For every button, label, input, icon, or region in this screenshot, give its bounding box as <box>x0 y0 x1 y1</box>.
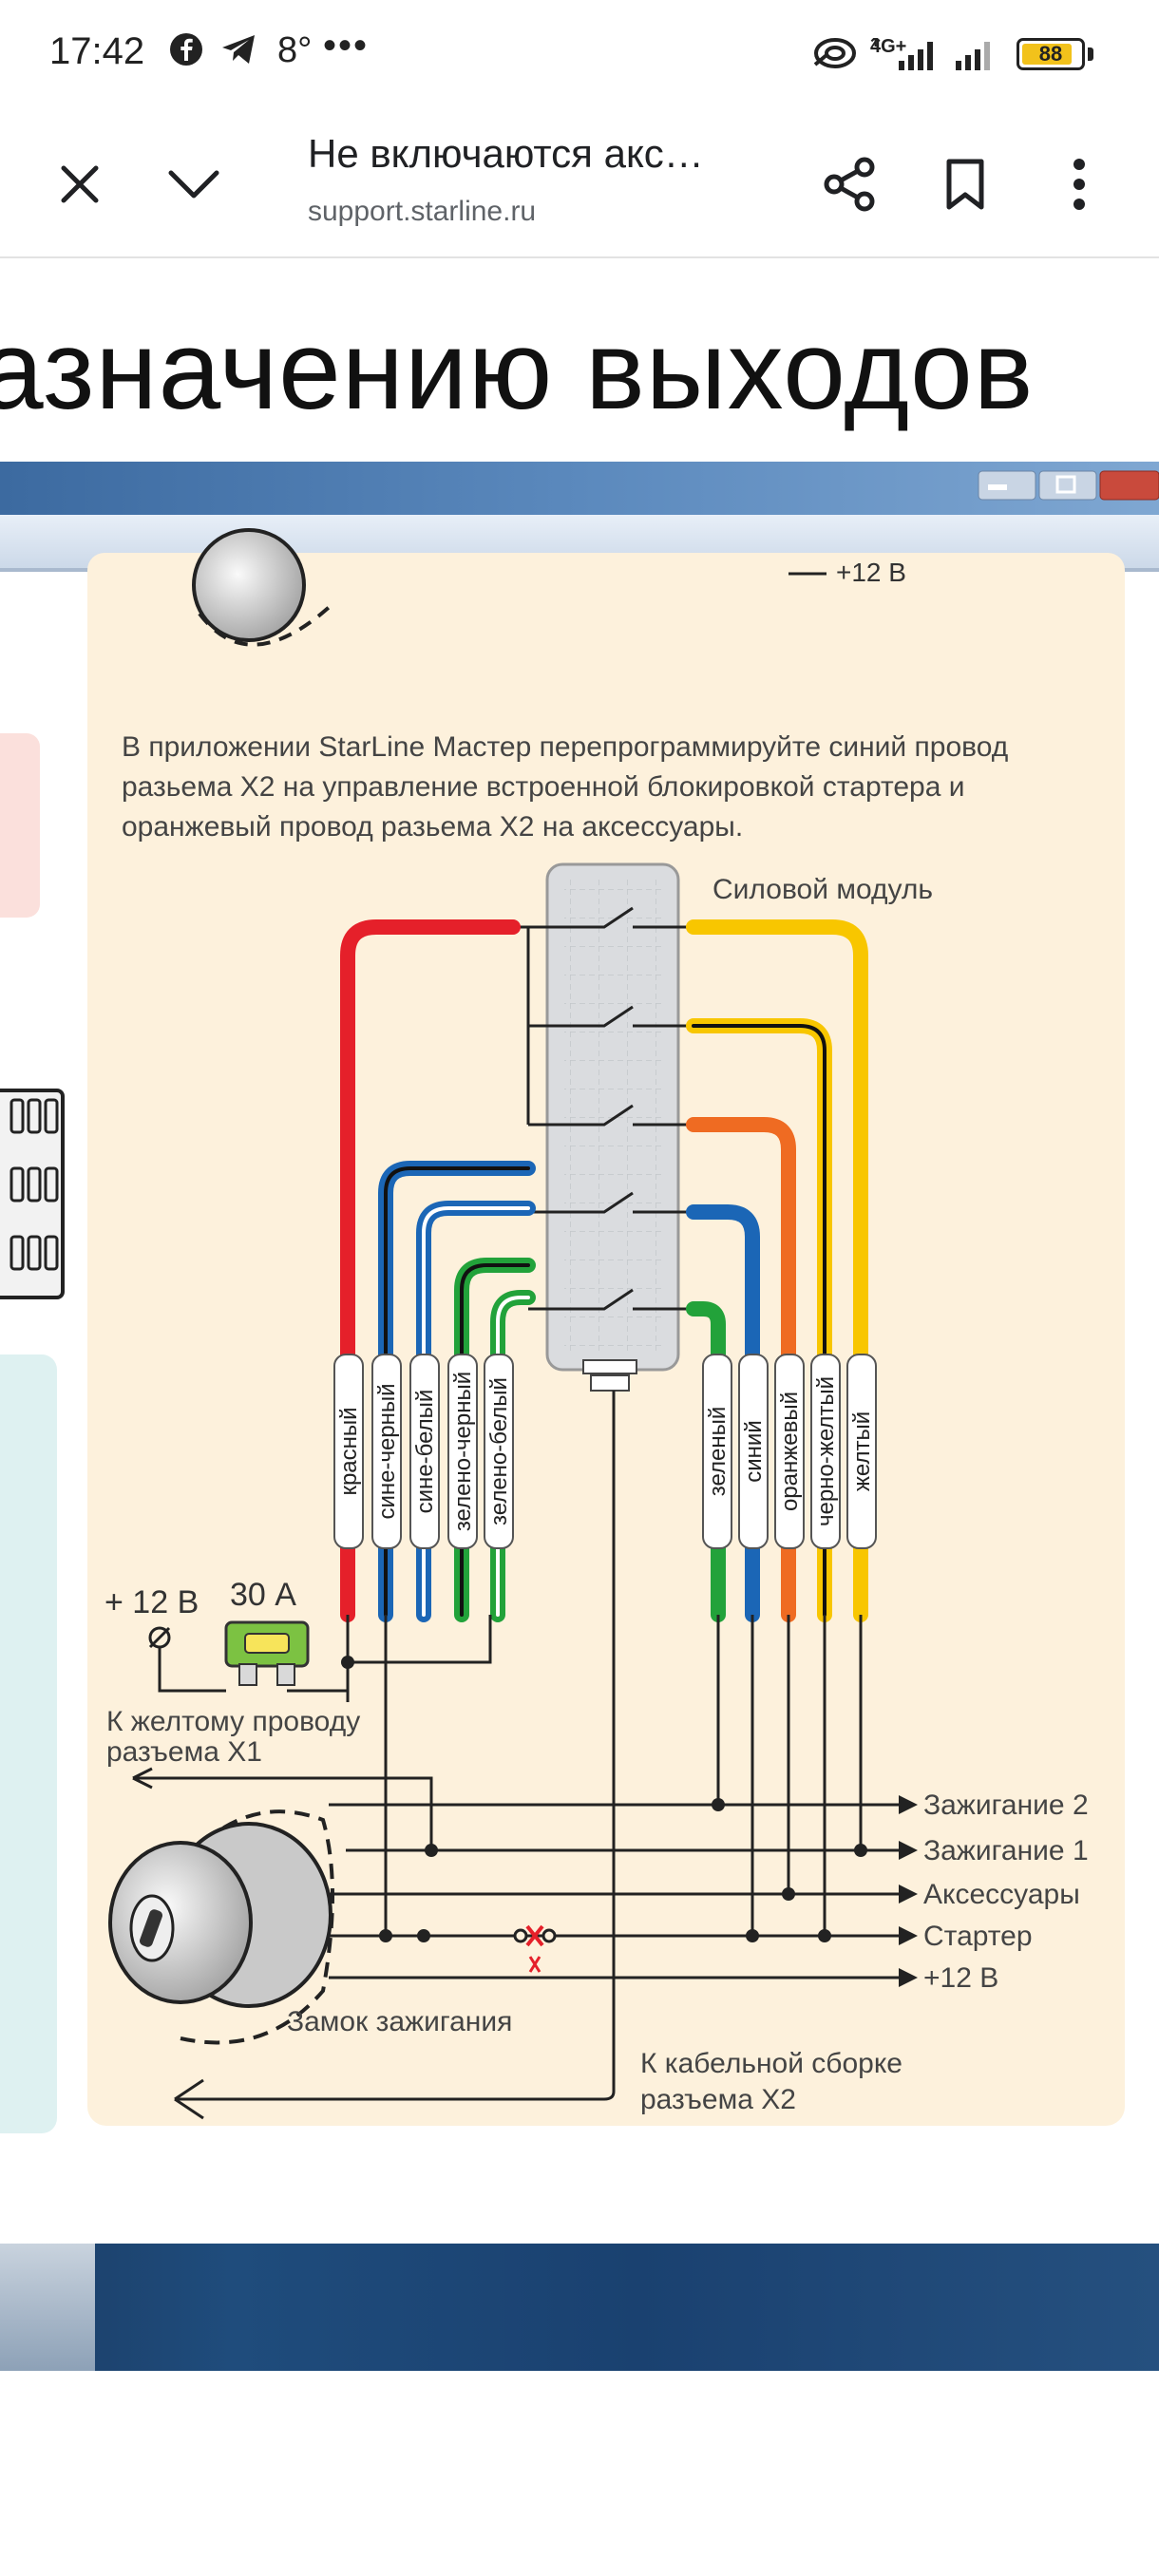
chevron-down-icon[interactable] <box>156 146 232 222</box>
page-title: Не включаются акс… <box>308 131 704 176</box>
wire-yellow <box>686 919 868 1622</box>
power-input-label: + 12 В <box>104 1584 199 1620</box>
output-ignition-2: Зажигание 2 <box>923 1790 1089 1821</box>
fuse-section: + 12 В 30 А <box>104 1577 492 1702</box>
tag-blue-white: сине-белый <box>412 1390 438 1514</box>
article-image[interactable]: +12 В В приложении StarLine Мастер переп… <box>0 462 1159 2137</box>
relay-block-fragment <box>0 1089 65 1299</box>
wire-blue <box>686 1204 760 1622</box>
wire-green <box>686 1301 726 1622</box>
battery-icon: 88 <box>1016 38 1085 70</box>
hotspot-icon <box>813 34 857 77</box>
tag-yellow: желтый <box>849 1411 875 1491</box>
wire-red <box>340 919 521 1622</box>
output-accessories: Аксессуары <box>923 1879 1080 1910</box>
instruction-text: В приложении StarLine Мастер перепрограм… <box>122 731 1016 843</box>
tag-blue-black: сине-черный <box>374 1383 400 1519</box>
next-image-banner[interactable] <box>0 2244 1159 2371</box>
tag-black-yellow: черно-желтый <box>813 1376 839 1526</box>
yellow-wire-note: К желтому проводу разъема X1 <box>106 1706 369 1768</box>
output-plus-12v: +12 В <box>923 1962 998 1994</box>
wire-tags: красный сине-черный сине-белый зелено-че… <box>333 1354 877 1549</box>
status-bar: 17:42 8° ••• 4G+ 88 <box>0 0 1159 104</box>
relay-contacts <box>513 906 694 1311</box>
article-heading: азначению выходов <box>0 268 1159 458</box>
status-time: 17:42 <box>49 30 145 72</box>
cable-note: К кабельной сборке разъема X2 <box>640 2048 910 2115</box>
top-panel <box>87 553 1125 760</box>
power-module-label: Силовой модуль <box>712 874 933 905</box>
junction-dots <box>379 1798 867 1942</box>
tag-green-black: зелено-черный <box>450 1372 476 1531</box>
lock-fragment-top <box>192 528 334 647</box>
fuse-label: 30 А <box>230 1577 296 1613</box>
left-teal-panel <box>0 1354 57 2133</box>
share-icon[interactable] <box>811 146 887 222</box>
window-close-button <box>1099 470 1159 501</box>
custom-tab-toolbar: Не включаются акс… support.starline.ru <box>0 104 1159 258</box>
power-module: Силовой модуль <box>545 862 933 1392</box>
battery-level <box>1022 44 1073 65</box>
lock-label: Замок зажигания <box>287 2006 512 2037</box>
weather-temperature: 8° <box>277 30 313 70</box>
wiring-diagram: +12 В В приложении StarLine Мастер переп… <box>0 462 1159 2133</box>
output-labels: Зажигание 2 Зажигание 1 Аксессуары Старт… <box>923 1790 1089 1994</box>
close-icon[interactable] <box>42 146 118 222</box>
bookmark-icon[interactable] <box>927 146 1003 222</box>
output-arrows <box>899 1795 918 1987</box>
battery-percent: 88 <box>1038 42 1063 66</box>
tag-blue: синий <box>741 1420 767 1482</box>
ignition-lock: Замок зажигания <box>108 1809 512 2045</box>
cut-mark <box>513 1924 557 1973</box>
article-heading-text: азначению выходов <box>0 308 1035 433</box>
window-titlebar <box>0 462 1159 515</box>
more-vert-icon[interactable] <box>1041 146 1117 222</box>
top-remnant-label: +12 В <box>836 558 906 587</box>
tag-green-white: зелено-белый <box>486 1377 512 1525</box>
tag-red: красный <box>336 1407 362 1495</box>
battery-tip <box>1088 47 1093 61</box>
tag-orange: оранжевый <box>777 1392 803 1511</box>
left-pink-panel <box>0 733 40 918</box>
facebook-icon <box>169 32 203 71</box>
maximize-button <box>1038 470 1097 501</box>
wire-orange <box>686 1117 796 1622</box>
notification-more-icon: ••• <box>323 25 370 66</box>
tag-green: зеленый <box>705 1407 731 1497</box>
signal-icon <box>870 36 1013 77</box>
left-wires <box>340 919 536 1622</box>
right-wires <box>686 919 868 1622</box>
page-url: support.starline.ru <box>308 196 537 227</box>
output-ignition-1: Зажигание 1 <box>923 1835 1089 1866</box>
telegram-icon <box>220 32 258 71</box>
output-starter: Стартер <box>923 1921 1033 1952</box>
banner-thumbnail <box>0 2244 95 2371</box>
output-lines <box>132 1391 899 2120</box>
